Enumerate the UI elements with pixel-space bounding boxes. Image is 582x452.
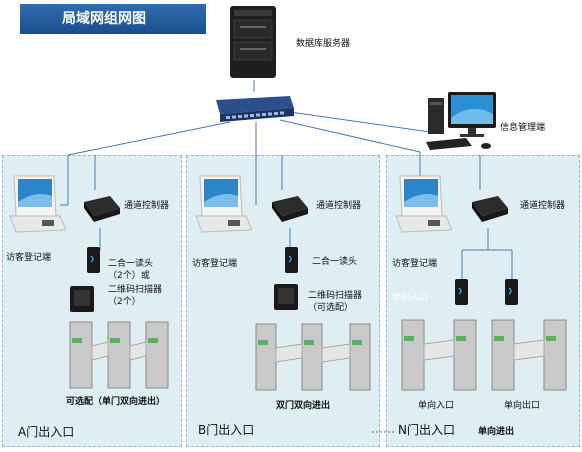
- diagram-title: 局域网组网图: [20, 4, 206, 34]
- zone-n-gate-label: N门出入口: [398, 423, 455, 437]
- zone-n-entry-label: 单向入口: [418, 401, 455, 411]
- zone-n-controller-icon: [472, 196, 508, 222]
- zone-b-reader-icon: [285, 247, 298, 273]
- zone-a-qr-scanner-icon: [70, 286, 94, 312]
- network-switch-icon: [216, 96, 294, 122]
- zone-n-dash-connector: [372, 431, 396, 433]
- zone-n-reader-in-icon: [455, 279, 468, 305]
- zone-a-reader-text-4: （2个）: [108, 297, 141, 307]
- zone-n-reader-out-icon: [505, 279, 518, 305]
- zone-b-controller-icon: [272, 196, 308, 222]
- zone-a-kiosk-icon: [9, 175, 66, 233]
- zone-n-exit-label: 单向出口: [504, 401, 541, 411]
- zone-b-gate-label: B门出入口: [198, 423, 255, 437]
- zone-a-reader-text-1: 二合一读头: [108, 259, 154, 269]
- zone-n-registration-label: 访客登记端: [392, 259, 438, 269]
- zone-n-mode-note: 单向进出: [478, 427, 515, 437]
- zone-b-controller-label: 通道控制器: [316, 201, 362, 211]
- server-label: 数据库服务器: [296, 39, 351, 49]
- zone-b-registration-label: 访客登记端: [192, 259, 238, 269]
- zone-n-kiosk-icon: [395, 175, 452, 233]
- zone-n-entry-turnstile-icon: [401, 319, 477, 391]
- zone-a-turnstile-icon: [69, 321, 169, 389]
- zone-b-turnstile-icon: [255, 323, 371, 391]
- zone-n-entry-caption: 单向入口: [392, 293, 429, 303]
- zone-a-reader-text-2: （2个）或: [108, 271, 150, 281]
- management-pc-icon: [426, 92, 496, 150]
- database-server-icon: [230, 6, 276, 78]
- zone-n-controller-label: 通道控制器: [520, 201, 566, 211]
- zone-a-registration-label: 访客登记端: [6, 253, 52, 263]
- zone-a-reader-icon: [87, 247, 100, 273]
- zone-a-gate-label: A门出入口: [18, 425, 75, 439]
- zone-a-controller-label: 通道控制器: [124, 201, 170, 211]
- zone-b-qr-scanner-icon: [274, 284, 298, 310]
- zone-b-scanner-text-2: （可选配）: [308, 303, 354, 313]
- info-management-label: 信息管理端: [500, 123, 546, 133]
- zone-b-kiosk-icon: [195, 175, 252, 233]
- zone-b-scanner-text-1: 二维码扫描器: [308, 291, 363, 301]
- zone-n-exit-turnstile-icon: [491, 319, 567, 391]
- zone-b-reader-text: 二合一读头: [312, 257, 358, 267]
- zone-a-reader-text-3: 二维码扫描器: [108, 285, 163, 295]
- zone-a-option-note: 可选配（单门双向进出）: [66, 397, 166, 407]
- zone-a-controller-icon: [84, 196, 120, 222]
- zone-b-mode-note: 双门双向进出: [276, 401, 331, 411]
